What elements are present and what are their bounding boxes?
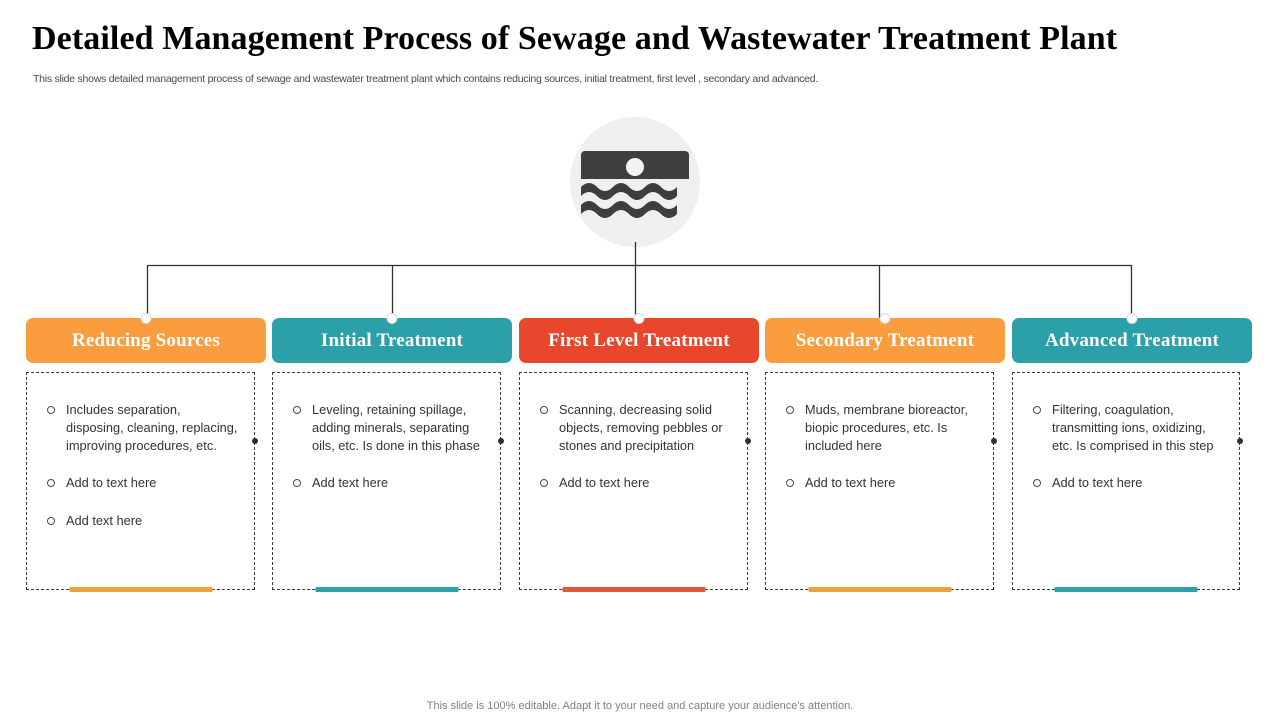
connector-node-dot xyxy=(633,313,645,324)
connector-tree xyxy=(0,240,1280,350)
accent-bar xyxy=(1054,587,1198,592)
list-item: Scanning, decreasing solid objects, remo… xyxy=(534,401,733,455)
process-column-secondary-treatment: Secondary Treatment Muds, membrane biore… xyxy=(765,313,1005,592)
list-item: Add to text here xyxy=(534,474,733,492)
resize-handle-dot[interactable] xyxy=(252,438,258,444)
process-column-initial-treatment: Initial Treatment Leveling, retaining sp… xyxy=(272,313,512,592)
column-header-banner[interactable]: Advanced Treatment xyxy=(1012,313,1252,363)
page-title: Detailed Management Process of Sewage an… xyxy=(32,20,1118,57)
bullet-list: Leveling, retaining spillage, adding min… xyxy=(287,401,486,493)
column-body-box: Muds, membrane bioreactor, biopic proced… xyxy=(765,372,997,592)
column-header-banner[interactable]: Secondary Treatment xyxy=(765,313,1005,363)
list-item: Add to text here xyxy=(780,474,979,492)
list-item: Includes separation, disposing, cleaning… xyxy=(41,401,240,455)
resize-handle-dot[interactable] xyxy=(991,438,997,444)
connector-node-dot xyxy=(140,313,152,324)
resize-handle-dot[interactable] xyxy=(745,438,751,444)
process-column-first-level-treatment: First Level Treatment Scanning, decreasi… xyxy=(519,313,759,592)
list-item: Add text here xyxy=(41,512,240,530)
column-header-banner[interactable]: First Level Treatment xyxy=(519,313,759,363)
accent-bar xyxy=(808,587,951,592)
list-item: Add to text here xyxy=(1027,474,1225,492)
water-waves-sunset-icon xyxy=(579,143,691,221)
center-icon-badge xyxy=(570,117,700,247)
bullet-list: Muds, membrane bioreactor, biopic proced… xyxy=(780,401,979,493)
column-header-label: Reducing Sources xyxy=(71,329,220,351)
column-body-box: Filtering, coagulation, transmitting ion… xyxy=(1012,372,1243,592)
process-columns: Reducing Sources Includes separation, di… xyxy=(0,313,1280,598)
column-body-box: Includes separation, disposing, cleaning… xyxy=(26,372,258,592)
bullet-list: Includes separation, disposing, cleaning… xyxy=(41,401,240,530)
column-header-banner[interactable]: Reducing Sources xyxy=(26,313,266,363)
column-header-banner[interactable]: Initial Treatment xyxy=(272,313,512,363)
resize-handle-dot[interactable] xyxy=(1237,438,1243,444)
list-item: Muds, membrane bioreactor, biopic proced… xyxy=(780,401,979,455)
list-item: Add to text here xyxy=(41,474,240,492)
bullet-list: Filtering, coagulation, transmitting ion… xyxy=(1027,401,1225,493)
column-header-label: First Level Treatment xyxy=(548,329,730,351)
page-subtitle: This slide shows detailed management pro… xyxy=(33,73,819,85)
column-body-box: Leveling, retaining spillage, adding min… xyxy=(272,372,504,592)
resize-handle-dot[interactable] xyxy=(498,438,504,444)
process-column-advanced-treatment: Advanced Treatment Filtering, coagulatio… xyxy=(1012,313,1252,592)
slide-footer-note: This slide is 100% editable. Adapt it to… xyxy=(426,700,854,712)
list-item: Add text here xyxy=(287,474,486,492)
connector-node-dot xyxy=(1126,313,1138,324)
accent-bar xyxy=(562,587,705,592)
column-body-box: Scanning, decreasing solid objects, remo… xyxy=(519,372,751,592)
column-header-label: Secondary Treatment xyxy=(795,329,975,351)
connector-node-dot xyxy=(386,313,398,324)
list-item: Filtering, coagulation, transmitting ion… xyxy=(1027,401,1225,455)
bullet-list: Scanning, decreasing solid objects, remo… xyxy=(534,401,733,493)
accent-bar xyxy=(315,587,458,592)
column-header-label: Advanced Treatment xyxy=(1044,329,1220,351)
accent-bar xyxy=(69,587,212,592)
connector-node-dot xyxy=(879,313,891,324)
column-header-label: Initial Treatment xyxy=(320,329,464,351)
list-item: Leveling, retaining spillage, adding min… xyxy=(287,401,486,455)
process-column-reducing-sources: Reducing Sources Includes separation, di… xyxy=(26,313,266,592)
